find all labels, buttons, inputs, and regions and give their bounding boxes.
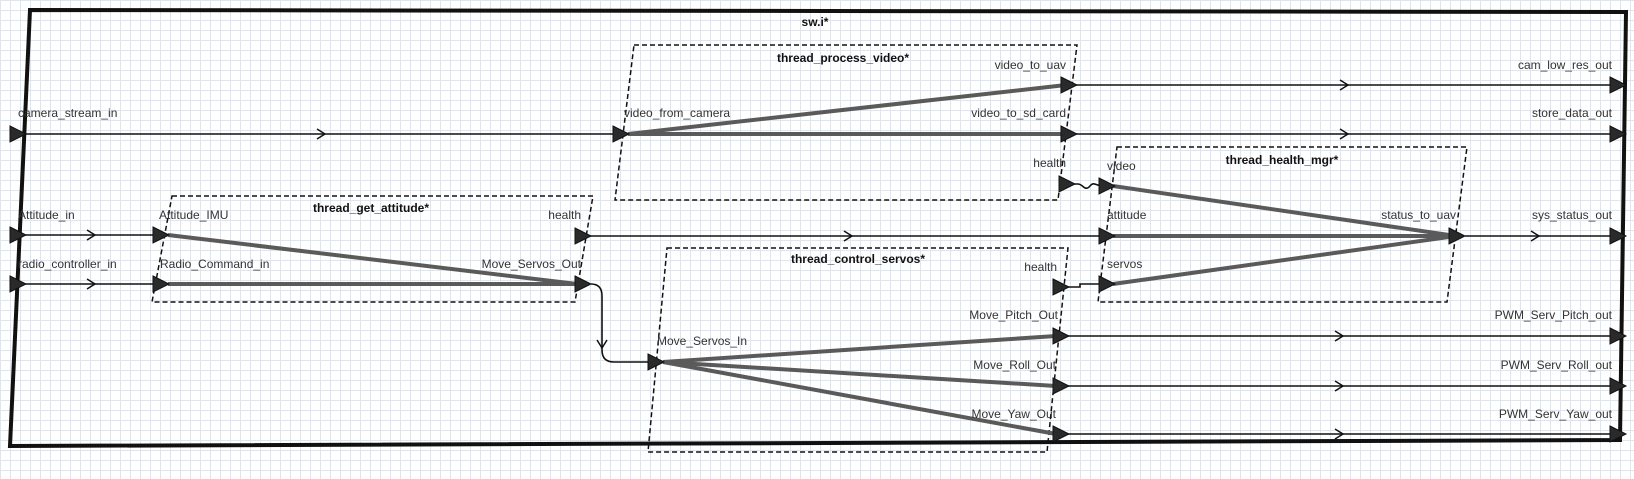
label-cam-low-res-out: cam_low_res_out: [1518, 58, 1613, 72]
port-labels: camera_stream_in Attitude_in radio_contr…: [18, 58, 1613, 421]
connection-move-servos-in-to-move-yaw-out[interactable]: [662, 360, 1057, 436]
label-move-servos-in: Move_Servos_In: [657, 334, 747, 348]
port-attitude[interactable]: [1098, 227, 1117, 245]
label-camera-stream-in: camera_stream_in: [18, 106, 117, 120]
label-status-to-uav: status_to_uav: [1381, 208, 1456, 222]
thread-get-attitude-title: thread_get_attitude*: [313, 201, 429, 215]
connection-video-to-sd-card-out-arrow: [1339, 128, 1350, 140]
connection-servos-to-status-to-uav[interactable]: [1112, 234, 1457, 286]
label-radio-command-in: Radio_Command_in: [160, 257, 269, 271]
label-pwm-serv-roll-out: PWM_Serv_Roll_out: [1501, 358, 1613, 372]
connection-move-pitch-out-arrow: [1334, 330, 1345, 342]
port-attitude-in[interactable]: [9, 226, 28, 244]
port-video-to-uav[interactable]: [1060, 76, 1079, 94]
connection-video-from-camera-to-video-to-uav[interactable]: [627, 83, 1067, 136]
label-move-roll-out: Move_Roll_Out: [973, 358, 1056, 372]
port-camera-stream-in[interactable]: [9, 125, 28, 143]
port-move-servos-in[interactable]: [647, 353, 666, 371]
label-radio-controller-in: radio_controller_in: [18, 257, 117, 271]
label-video-to-sd-card: video_to_sd_card: [971, 106, 1066, 120]
connection-move-servos[interactable]: [590, 283, 650, 363]
port-process-video-health[interactable]: [1058, 175, 1077, 193]
connection-servos-health[interactable]: [1067, 283, 1103, 288]
connection-move-yaw-out-arrow: [1334, 428, 1345, 440]
connection-radio-controller-in-arrow: [86, 278, 97, 290]
external-connections: [22, 79, 1614, 440]
label-control-servos-health: health: [1024, 260, 1057, 274]
thread-control-servos-frame[interactable]: [647, 247, 1069, 453]
connection-status-to-uav-out-arrow: [1530, 230, 1541, 242]
port-store-data-out[interactable]: [1609, 125, 1628, 143]
label-sys-status-out: sys_status_out: [1532, 208, 1613, 222]
port-pwm-serv-yaw-out[interactable]: [1609, 425, 1628, 443]
connection-camera-stream-arrow: [316, 128, 327, 140]
label-attitude-in: Attitude_in: [18, 208, 75, 222]
port-move-servos-out[interactable]: [574, 275, 593, 293]
label-pwm-serv-yaw-out: PWM_Serv_Yaw_out: [1499, 407, 1613, 421]
port-get-attitude-health[interactable]: [574, 227, 593, 245]
port-cam-low-res-out[interactable]: [1609, 76, 1628, 94]
port-radio-controller-in[interactable]: [9, 275, 28, 293]
label-video-from-camera: video_from_camera: [624, 106, 730, 120]
connection-move-roll-out-arrow: [1334, 380, 1345, 392]
port-status-to-uav[interactable]: [1448, 227, 1467, 245]
port-attitude-imu[interactable]: [152, 226, 171, 244]
thread-health-mgr-title: thread_health_mgr*: [1226, 153, 1339, 167]
port-pwm-serv-roll-out[interactable]: [1609, 377, 1628, 395]
port-sys-status-out[interactable]: [1609, 227, 1628, 245]
port-move-roll-out[interactable]: [1052, 377, 1071, 395]
label-move-servos-out: Move_Servos_Out: [482, 257, 582, 271]
port-radio-command-in[interactable]: [152, 275, 171, 293]
connection-move-servos-in-to-move-roll-out[interactable]: [662, 360, 1057, 388]
connection-move-servos-in-to-move-pitch-out[interactable]: [662, 334, 1057, 364]
label-process-video-health: health: [1033, 156, 1066, 170]
connection-move-servos-arrow: [596, 339, 608, 350]
port-video[interactable]: [1098, 177, 1117, 195]
connection-attitude-imu-to-move-servos-out[interactable]: [167, 233, 578, 286]
port-video-to-sd-card[interactable]: [1060, 125, 1079, 143]
connection-video-to-uav-out-arrow: [1339, 79, 1350, 91]
label-video-to-uav: video_to_uav: [995, 58, 1066, 72]
connection-attitude-in-arrow: [86, 229, 97, 241]
label-pwm-serv-pitch-out: PWM_Serv_Pitch_out: [1495, 308, 1613, 322]
label-move-yaw-out: Move_Yaw_Out: [972, 407, 1057, 421]
connection-video-to-status-to-uav[interactable]: [1112, 184, 1457, 238]
ports: [9, 76, 1628, 443]
internal-connections: [167, 83, 1457, 436]
port-move-yaw-out[interactable]: [1052, 425, 1071, 443]
label-video: video: [1107, 159, 1136, 173]
label-servos: servos: [1107, 257, 1142, 271]
label-get-attitude-health: health: [548, 208, 581, 222]
thread-get-attitude-frame[interactable]: [151, 195, 594, 303]
thread-health-mgr-frame[interactable]: [1097, 146, 1468, 303]
port-move-pitch-out[interactable]: [1052, 327, 1071, 345]
label-attitude: attitude: [1107, 208, 1147, 222]
port-servos[interactable]: [1098, 275, 1117, 293]
port-video-from-camera[interactable]: [612, 125, 631, 143]
port-pwm-serv-pitch-out[interactable]: [1609, 327, 1628, 345]
label-store-data-out: store_data_out: [1532, 106, 1613, 120]
connection-video-health[interactable]: [1067, 183, 1104, 190]
thread-process-video-title: thread_process_video*: [777, 51, 909, 65]
label-move-pitch-out: Move_Pitch_Out: [969, 308, 1058, 322]
port-control-servos-health[interactable]: [1052, 278, 1071, 296]
thread-control-servos-title: thread_control_servos*: [791, 252, 925, 266]
system-frame[interactable]: [7, 7, 1629, 449]
system-title: sw.i*: [802, 15, 829, 29]
connection-attitude-health-arrow: [843, 230, 854, 242]
label-attitude-imu: Attitude_IMU: [159, 208, 228, 222]
